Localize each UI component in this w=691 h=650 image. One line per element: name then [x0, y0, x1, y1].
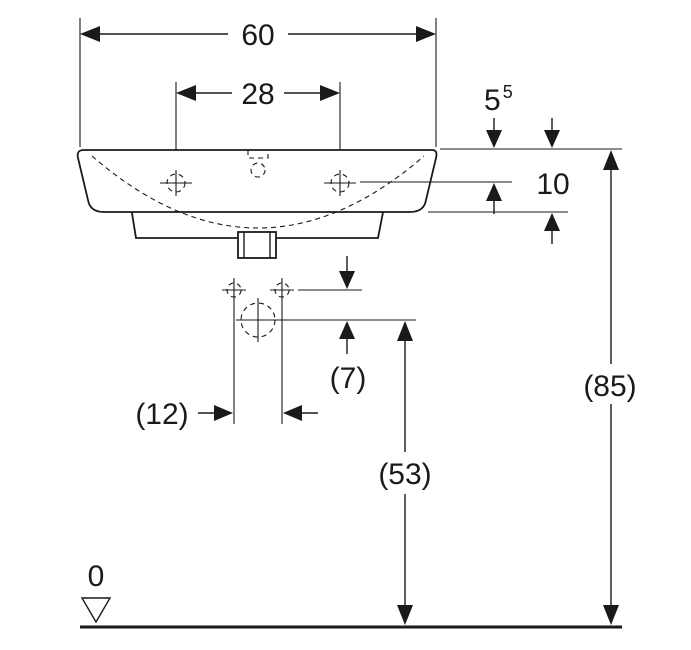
basin-body [76, 149, 438, 259]
label-drain-height: (53) [378, 458, 431, 491]
supply-right [270, 278, 294, 302]
dimension-drain-height [397, 321, 413, 625]
dimension-overall-width [79, 18, 437, 147]
label-supply-spacing: (12) [135, 398, 188, 431]
label-floor-level: 0 [88, 560, 105, 593]
dimension-supply-offset [280, 256, 416, 354]
label-supply-offset: (7) [330, 362, 367, 395]
dimension-rim-thickness [360, 181, 568, 244]
tap-hole-left [160, 170, 192, 196]
supply-connections [222, 278, 294, 424]
supply-left [222, 278, 246, 302]
dimension-tap-hole-spacing [175, 82, 341, 190]
drain-point [236, 298, 280, 342]
tap-hole-right [324, 170, 356, 196]
label-overall-width: 60 [241, 19, 274, 52]
dimension-rim-offset [440, 118, 622, 150]
label-rim-height: (85) [583, 370, 636, 403]
dimension-rim-height [603, 150, 619, 625]
dimension-supply-spacing [198, 405, 318, 421]
label-tap-hole-spacing: 28 [241, 78, 274, 111]
label-rim-thickness: 10 [536, 168, 569, 201]
floor-level-marker-icon [80, 597, 112, 624]
